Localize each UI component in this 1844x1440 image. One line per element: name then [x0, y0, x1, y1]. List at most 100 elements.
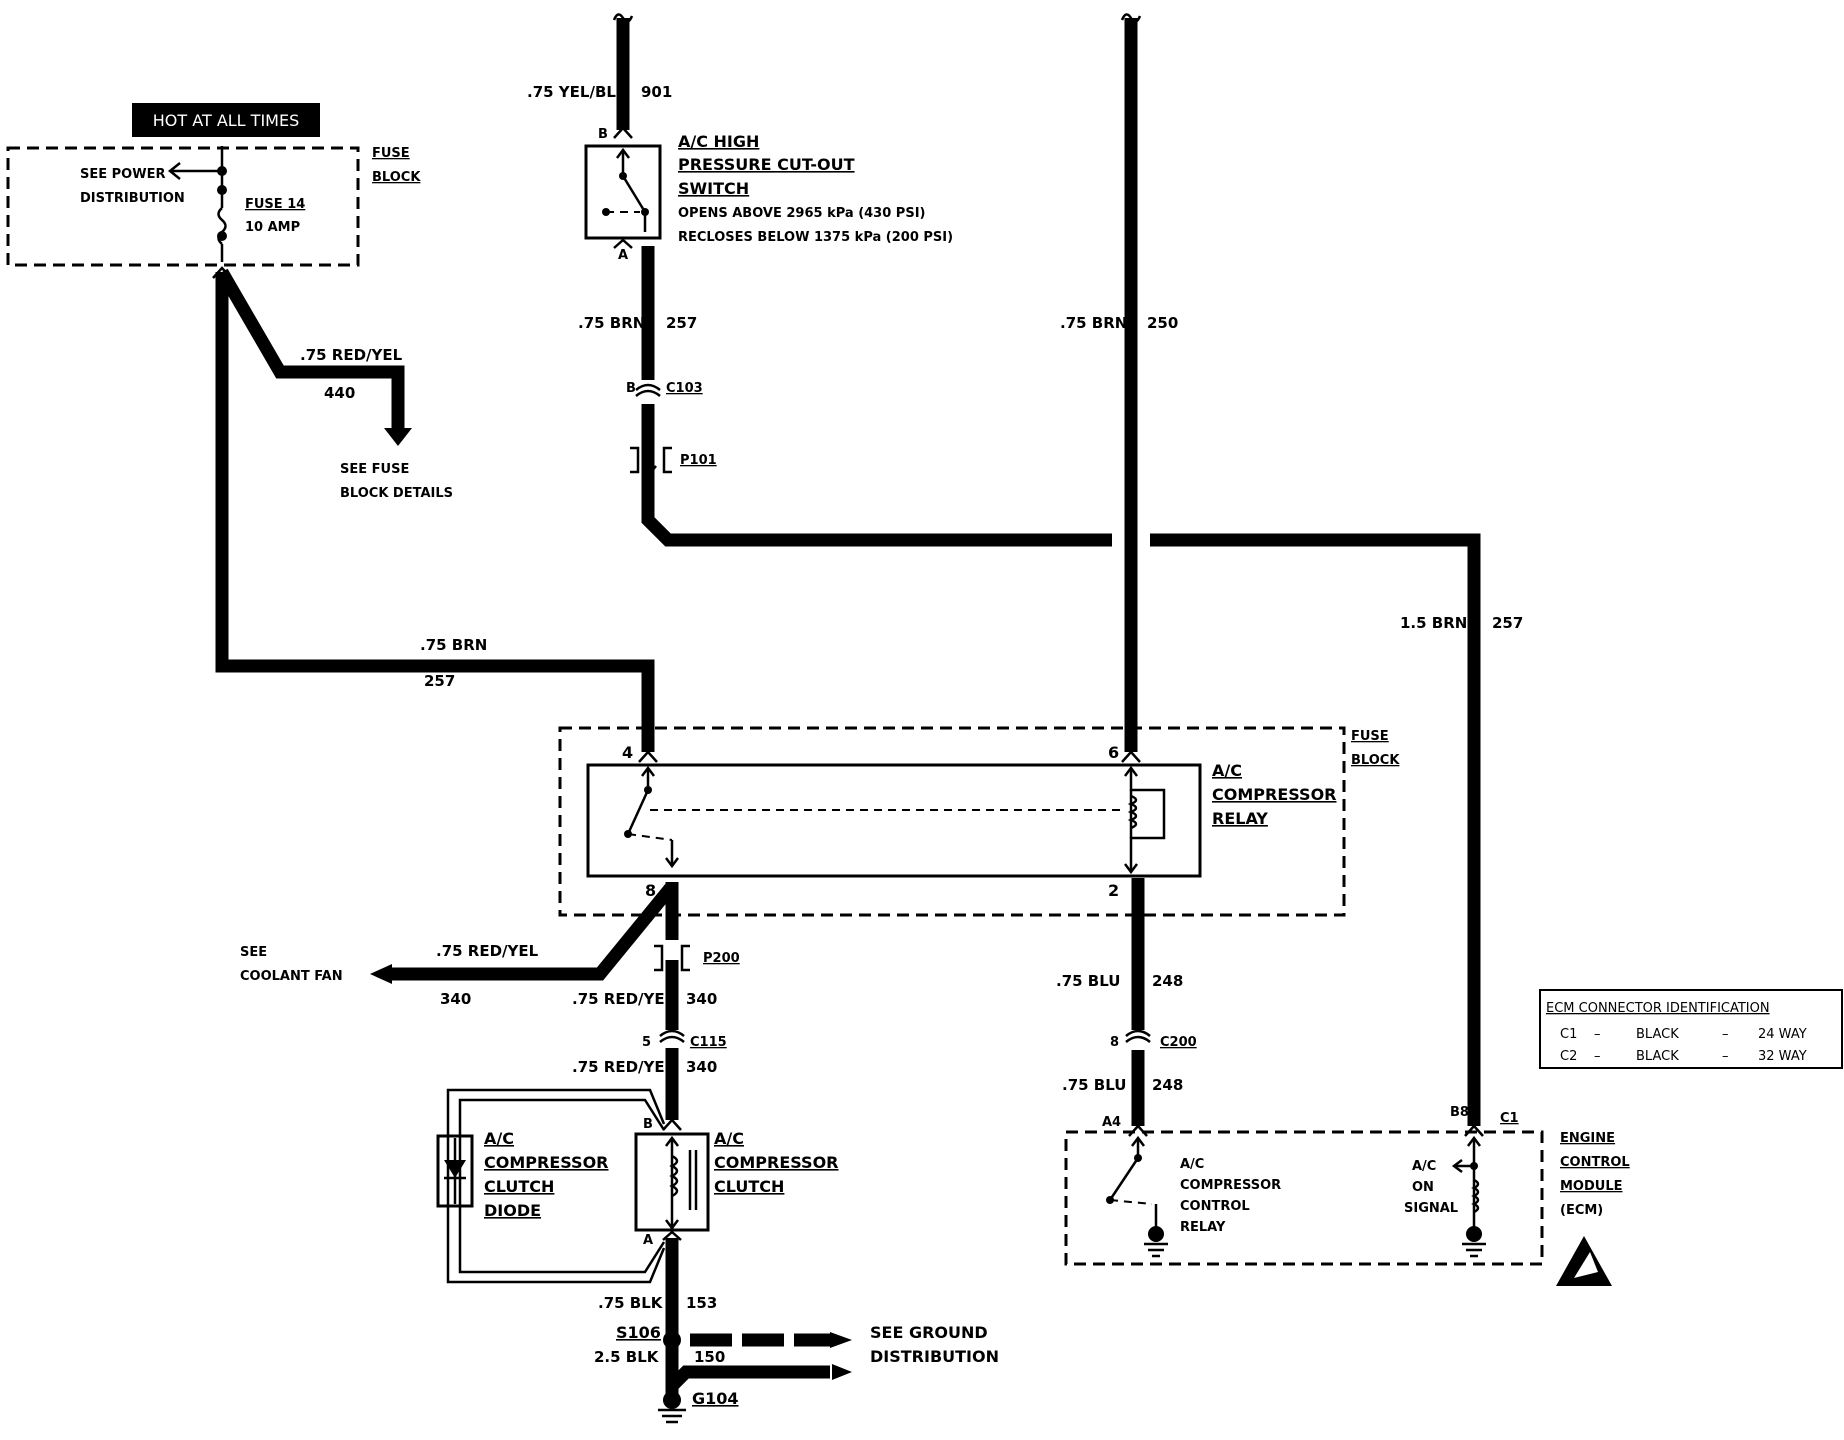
svg-text:RELAY: RELAY: [1212, 809, 1268, 828]
ground-icon: [663, 1391, 681, 1409]
hp-cutout-switch: B A A/C HIGH PRESSURE CUT-OUT SWITCH OPE…: [584, 126, 953, 263]
svg-text:A/C: A/C: [1180, 1157, 1204, 1172]
svg-text:340: 340: [686, 990, 717, 1008]
ecm-title: ENGINE: [1560, 1131, 1615, 1146]
svg-text:BLACK: BLACK: [1636, 1027, 1679, 1042]
svg-text:901: 901: [641, 83, 672, 101]
ecm-relay-switch-icon: [1108, 1138, 1140, 1201]
see-ground-distribution: SEE GROUND: [870, 1323, 988, 1342]
svg-text:CONTROL: CONTROL: [1560, 1155, 1630, 1170]
svg-text:B: B: [626, 381, 636, 396]
hp-switch-pin-a: A: [618, 248, 628, 263]
svg-text:.75 RED/YEL: .75 RED/YEL: [300, 346, 403, 364]
fuse-14-label: FUSE 14: [245, 197, 305, 212]
wire-257-top: .75 BRN 257: [578, 246, 1112, 547]
clutch-pin-a: A: [643, 1233, 653, 1248]
splice-s106: S106 2.5 BLK 150: [594, 1323, 852, 1402]
svg-text:–: –: [1722, 1049, 1729, 1064]
svg-text:8: 8: [1110, 1035, 1119, 1050]
svg-text:C1: C1: [1560, 1027, 1577, 1042]
clutch-pin-b: B: [643, 1117, 653, 1132]
svg-text:257: 257: [666, 314, 697, 332]
svg-text:DIODE: DIODE: [484, 1201, 541, 1220]
svg-text:150: 150: [694, 1348, 725, 1366]
connector-p101: P101: [630, 446, 717, 474]
svg-text:.75 BRN: .75 BRN: [578, 314, 645, 332]
svg-text:–: –: [1594, 1049, 1601, 1064]
svg-text:A/C: A/C: [484, 1129, 514, 1148]
svg-text:P101: P101: [680, 453, 717, 468]
ecm-pin-c1: C1: [1500, 1111, 1519, 1126]
svg-text:CLUTCH: CLUTCH: [484, 1177, 554, 1196]
svg-text:CLUTCH: CLUTCH: [714, 1177, 784, 1196]
svg-text:.75 YEL/BLK: .75 YEL/BLK: [527, 83, 629, 101]
connector-c200: 8 C200: [1110, 1029, 1197, 1050]
hp-switch-note-reclose: RECLOSES BELOW 1375 kPa (200 PSI): [678, 230, 953, 245]
relay-body: [586, 763, 1202, 878]
arrow-down-icon: [384, 428, 412, 446]
ground-g104: G104: [658, 1386, 739, 1424]
wire-340-coolant-fan: SEE COOLANT FAN .75 RED/YEL 340: [240, 881, 678, 1008]
svg-text:C115: C115: [690, 1035, 727, 1050]
arrow-left-icon: [370, 964, 392, 984]
svg-text:248: 248: [1152, 972, 1183, 990]
svg-text:BLACK: BLACK: [1636, 1049, 1679, 1064]
esd-warning-icon: [1556, 1236, 1612, 1286]
fuse-14-rating: 10 AMP: [245, 220, 300, 235]
ecm-pin-a4: A4: [1102, 1115, 1121, 1130]
clutch-title: A/C: [714, 1129, 744, 1148]
see-power-label: SEE POWER: [80, 167, 165, 182]
svg-text:DISTRIBUTION: DISTRIBUTION: [80, 191, 185, 206]
svg-text:PRESSURE CUT-OUT: PRESSURE CUT-OUT: [678, 155, 855, 174]
svg-text:HOT AT ALL TIMES: HOT AT ALL TIMES: [153, 111, 299, 130]
hot-at-all-times-banner: HOT AT ALL TIMES: [132, 103, 320, 137]
svg-text:BLOCK: BLOCK: [372, 170, 421, 185]
svg-text:.75 BLU: .75 BLU: [1056, 972, 1120, 990]
wire-901: .75 YEL/BLK 901: [527, 13, 672, 130]
svg-text:250: 250: [1147, 314, 1178, 332]
svg-text:S106: S106: [616, 1323, 661, 1342]
ecm-box: A4 B8 C1 A/C COMPRESSOR CONTROL RELAY A/…: [1064, 1105, 1630, 1286]
svg-text:P200: P200: [703, 951, 740, 966]
compressor-clutch: B A A/C COMPRESSOR CLUTCH: [634, 1117, 839, 1248]
ecm-pin-b8: B8: [1450, 1105, 1469, 1120]
svg-text:153: 153: [686, 1294, 717, 1312]
svg-text:(ECM): (ECM): [1560, 1203, 1603, 1218]
svg-text:.75 BRN: .75 BRN: [1060, 314, 1127, 332]
svg-text:.75 RED/YEL: .75 RED/YEL: [572, 1058, 675, 1076]
svg-text:5: 5: [642, 1035, 651, 1050]
relay-title: A/C: [1212, 761, 1242, 780]
svg-text:–: –: [1594, 1027, 1601, 1042]
clutch-diode: A/C COMPRESSOR CLUTCH DIODE: [436, 1088, 666, 1284]
ecm-connector-id-title: ECM CONNECTOR IDENTIFICATION: [1546, 1001, 1770, 1016]
svg-text:.75 BLU: .75 BLU: [1062, 1076, 1126, 1094]
svg-text:.75 RED/YEL: .75 RED/YEL: [572, 990, 675, 1008]
svg-text:32 WAY: 32 WAY: [1758, 1049, 1807, 1064]
svg-text:COMPRESSOR: COMPRESSOR: [1212, 785, 1337, 804]
svg-text:MODULE: MODULE: [1560, 1179, 1623, 1194]
relay-switch-icon: [626, 770, 650, 835]
svg-text:.75 BRN: .75 BRN: [420, 636, 487, 654]
wire-248: .75 BLU 248 .75 BLU 248: [1056, 878, 1183, 1126]
relay-pin-6: 6: [1108, 743, 1119, 762]
svg-text:.75 BLK: .75 BLK: [598, 1294, 664, 1312]
relay-pin-2: 2: [1108, 881, 1119, 900]
svg-text:BLOCK: BLOCK: [1351, 753, 1400, 768]
svg-text:257: 257: [1492, 614, 1523, 632]
fuse-block-relay: FUSE BLOCK 4 6 8 2 A/C COMPRESSOR RELAY: [558, 726, 1400, 917]
svg-text:DISTRIBUTION: DISTRIBUTION: [870, 1347, 999, 1366]
wire-440: .75 RED/YEL 440 SEE FUSE BLOCK DETAILS: [216, 268, 453, 501]
see-fuse-block-details: SEE FUSE: [340, 462, 409, 477]
fuse-block-title: FUSE: [372, 146, 410, 161]
wire-257-left: [215, 272, 655, 752]
connector-c103: B C103: [626, 381, 703, 397]
see-coolant-fan: SEE: [240, 945, 267, 960]
ecm-ground-icon: [1148, 1226, 1164, 1242]
ecm-connector-id-table: ECM CONNECTOR IDENTIFICATION C1 – BLACK …: [1539, 989, 1843, 1069]
svg-text:C2: C2: [1560, 1049, 1577, 1064]
relay-pin-8: 8: [645, 881, 656, 900]
svg-text:248: 248: [1152, 1076, 1183, 1094]
hp-switch-pin-b: B: [598, 127, 608, 142]
svg-text:C200: C200: [1160, 1035, 1197, 1050]
